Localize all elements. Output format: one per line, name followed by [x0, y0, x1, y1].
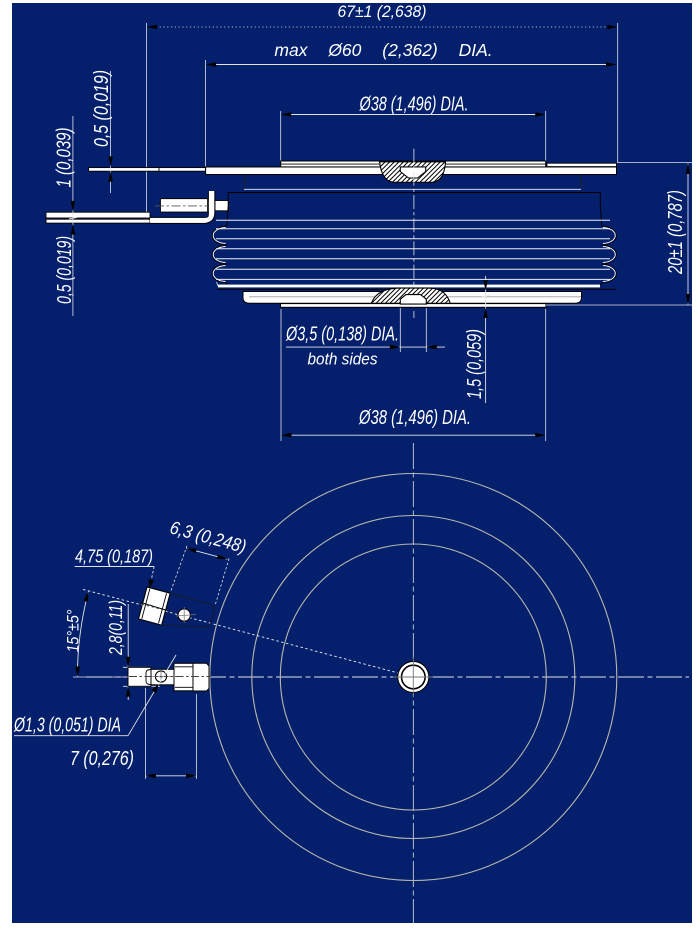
svg-text:1 (0,039): 1 (0,039): [54, 128, 76, 188]
svg-text:Ø3,5 (0,138) DIA.: Ø3,5 (0,138) DIA.: [285, 324, 399, 346]
svg-text:2,8(0,11): 2,8(0,11): [105, 600, 126, 656]
svg-text:Ø38 (1,496) DIA.: Ø38 (1,496) DIA.: [359, 93, 469, 115]
svg-text:max Ø60 (2,362) DIA.: max Ø60 (2,362) DIA.: [274, 40, 492, 60]
svg-text:0,5 (0,019): 0,5 (0,019): [91, 70, 113, 147]
svg-text:1,5 (0,059): 1,5 (0,059): [464, 329, 486, 399]
svg-text:7 (0,276): 7 (0,276): [70, 748, 134, 770]
svg-text:67±1 (2,638): 67±1 (2,638): [338, 2, 427, 21]
svg-text:Ø1,3 (0,051) DIA: Ø1,3 (0,051) DIA: [13, 715, 121, 737]
svg-text:0,5 (0,019): 0,5 (0,019): [54, 236, 76, 304]
svg-text:20±1 (0,787): 20±1 (0,787): [665, 190, 687, 275]
svg-text:both sides: both sides: [308, 350, 378, 369]
svg-text:4,75 (0,187): 4,75 (0,187): [75, 546, 153, 567]
svg-text:15°±5°: 15°±5°: [64, 609, 83, 652]
svg-text:Ø38 (1,496) DIA.: Ø38 (1,496) DIA.: [358, 407, 471, 429]
